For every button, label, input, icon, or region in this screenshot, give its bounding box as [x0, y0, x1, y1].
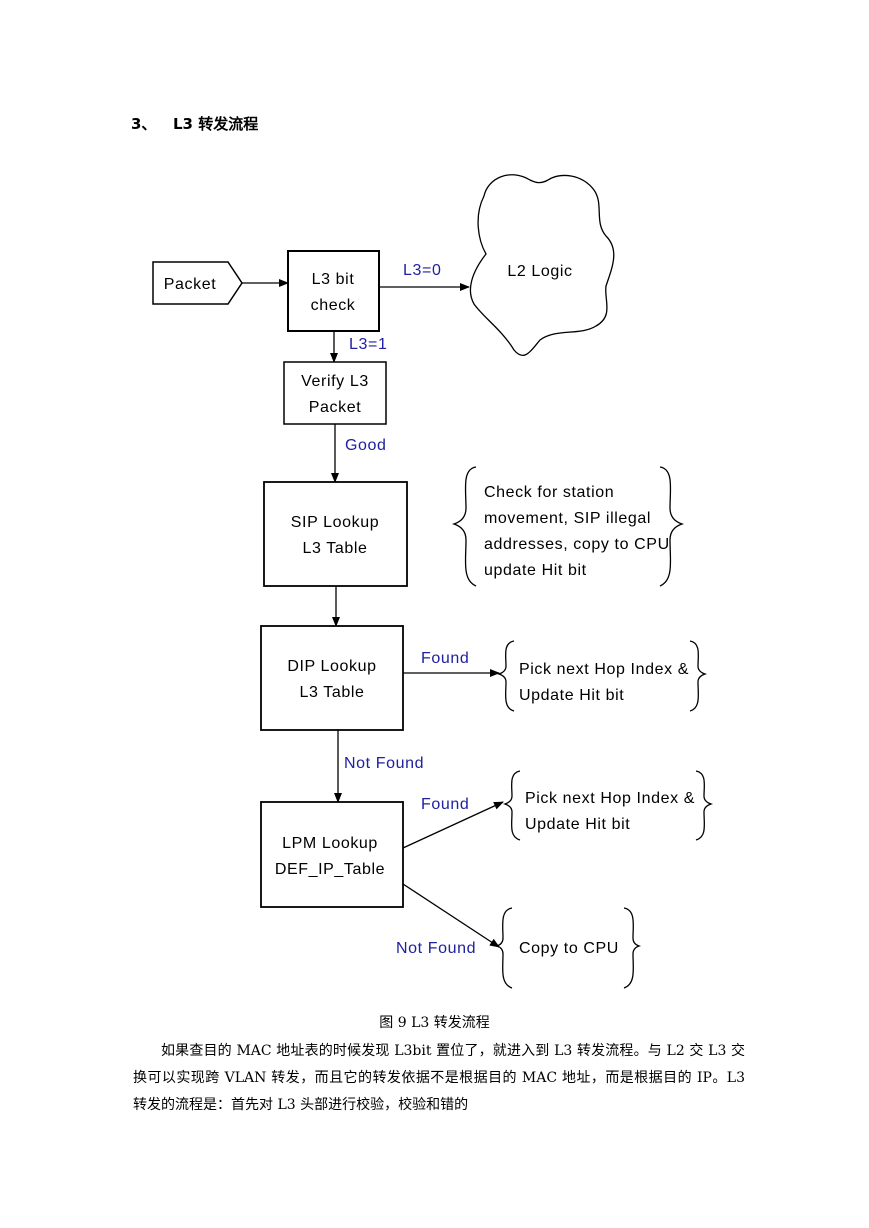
- l2-logic-node: L2 Logic: [469, 174, 615, 356]
- lpm-not-found-note-text: Copy to CPU: [519, 940, 619, 957]
- verify-l3-line2: Packet: [309, 399, 362, 416]
- lpm-lookup-node: LPM Lookup DEF_IP_Table: [260, 801, 404, 908]
- section-title: L3 转发流程: [173, 115, 259, 133]
- dip-found-note-line2: Update Hit bit: [519, 687, 624, 704]
- section-number: 3、: [131, 115, 157, 133]
- l3-bit-check-line1: L3 bit: [312, 271, 355, 288]
- dip-found-note: Pick next Hop Index & Update Hit bit: [496, 640, 708, 712]
- packet-label: Packet: [164, 276, 217, 293]
- dip-lookup-node: DIP Lookup L3 Table: [260, 625, 404, 731]
- lpm-lookup-line2: DEF_IP_Table: [275, 861, 385, 878]
- verify-l3-node: Verify L3 Packet: [283, 361, 387, 425]
- dip-note-left-brace: [496, 640, 515, 712]
- lpm-found-arrow: [402, 801, 504, 849]
- sip-lookup-line2: L3 Table: [302, 540, 367, 557]
- packet-node: Packet: [152, 261, 243, 305]
- lpm-found-note-line1: Pick next Hop Index &: [525, 790, 695, 807]
- dip-found-note-line1: Pick next Hop Index &: [519, 661, 689, 678]
- sip-lookup-line1: SIP Lookup: [291, 514, 379, 531]
- body-paragraph: 如果查目的 MAC 地址表的时候发现 L3bit 置位了，就进入到 L3 转发流…: [133, 1038, 745, 1119]
- lpm-not-found-note: Copy to CPU: [494, 907, 642, 989]
- l2-logic-label: L2 Logic: [507, 263, 572, 280]
- lpm-note-right-brace: [695, 770, 714, 841]
- dip-lookup-line1: DIP Lookup: [287, 658, 376, 675]
- sip-note-left-brace: [451, 466, 477, 587]
- lpm-note-left-brace: [502, 770, 521, 841]
- cpu-note-right-brace: [623, 907, 642, 989]
- body-paragraph-text: 如果查目的 MAC 地址表的时候发现 L3bit 置位了，就进入到 L3 转发流…: [133, 1043, 745, 1113]
- sip-note-right-brace: [659, 466, 685, 587]
- lpm-lookup-line1: LPM Lookup: [282, 835, 378, 852]
- figure-caption: 图 9 L3 转发流程: [379, 1015, 490, 1031]
- l3-one-label: L3=1: [349, 336, 387, 353]
- l3-bit-check-node: L3 bit check: [287, 250, 380, 332]
- dip-found-label: Found: [421, 650, 469, 667]
- sip-note-line1: Check for station: [484, 484, 614, 501]
- dip-not-found-label: Not Found: [344, 755, 424, 772]
- sip-note: Check for station movement, SIP illegal …: [451, 466, 685, 587]
- verify-l3-line1: Verify L3: [301, 373, 369, 390]
- lpm-not-found-label: Not Found: [396, 940, 476, 957]
- lpm-not-found-arrow: [402, 883, 500, 948]
- sip-lookup-node: SIP Lookup L3 Table: [263, 481, 408, 587]
- section-heading: 3、 L3 转发流程: [131, 113, 258, 134]
- dip-lookup-line2: L3 Table: [299, 684, 364, 701]
- lpm-found-note: Pick next Hop Index & Update Hit bit: [502, 770, 714, 841]
- sip-note-line4: update Hit bit: [484, 562, 587, 579]
- sip-note-line2: movement, SIP illegal: [484, 510, 651, 527]
- l3-bit-check-line2: check: [311, 297, 356, 314]
- cpu-note-left-brace: [494, 907, 513, 989]
- lpm-found-note-line2: Update Hit bit: [525, 816, 630, 833]
- sip-note-line3: addresses, copy to CPU: [484, 536, 670, 553]
- dip-note-right-brace: [689, 640, 708, 712]
- lpm-found-label: Found: [421, 796, 469, 813]
- good-label: Good: [345, 437, 387, 454]
- l3-zero-label: L3=0: [403, 262, 441, 279]
- l3-forwarding-flowchart: Packet L3 bit check L3=0 L2 Logic L3=1 V…: [152, 174, 714, 989]
